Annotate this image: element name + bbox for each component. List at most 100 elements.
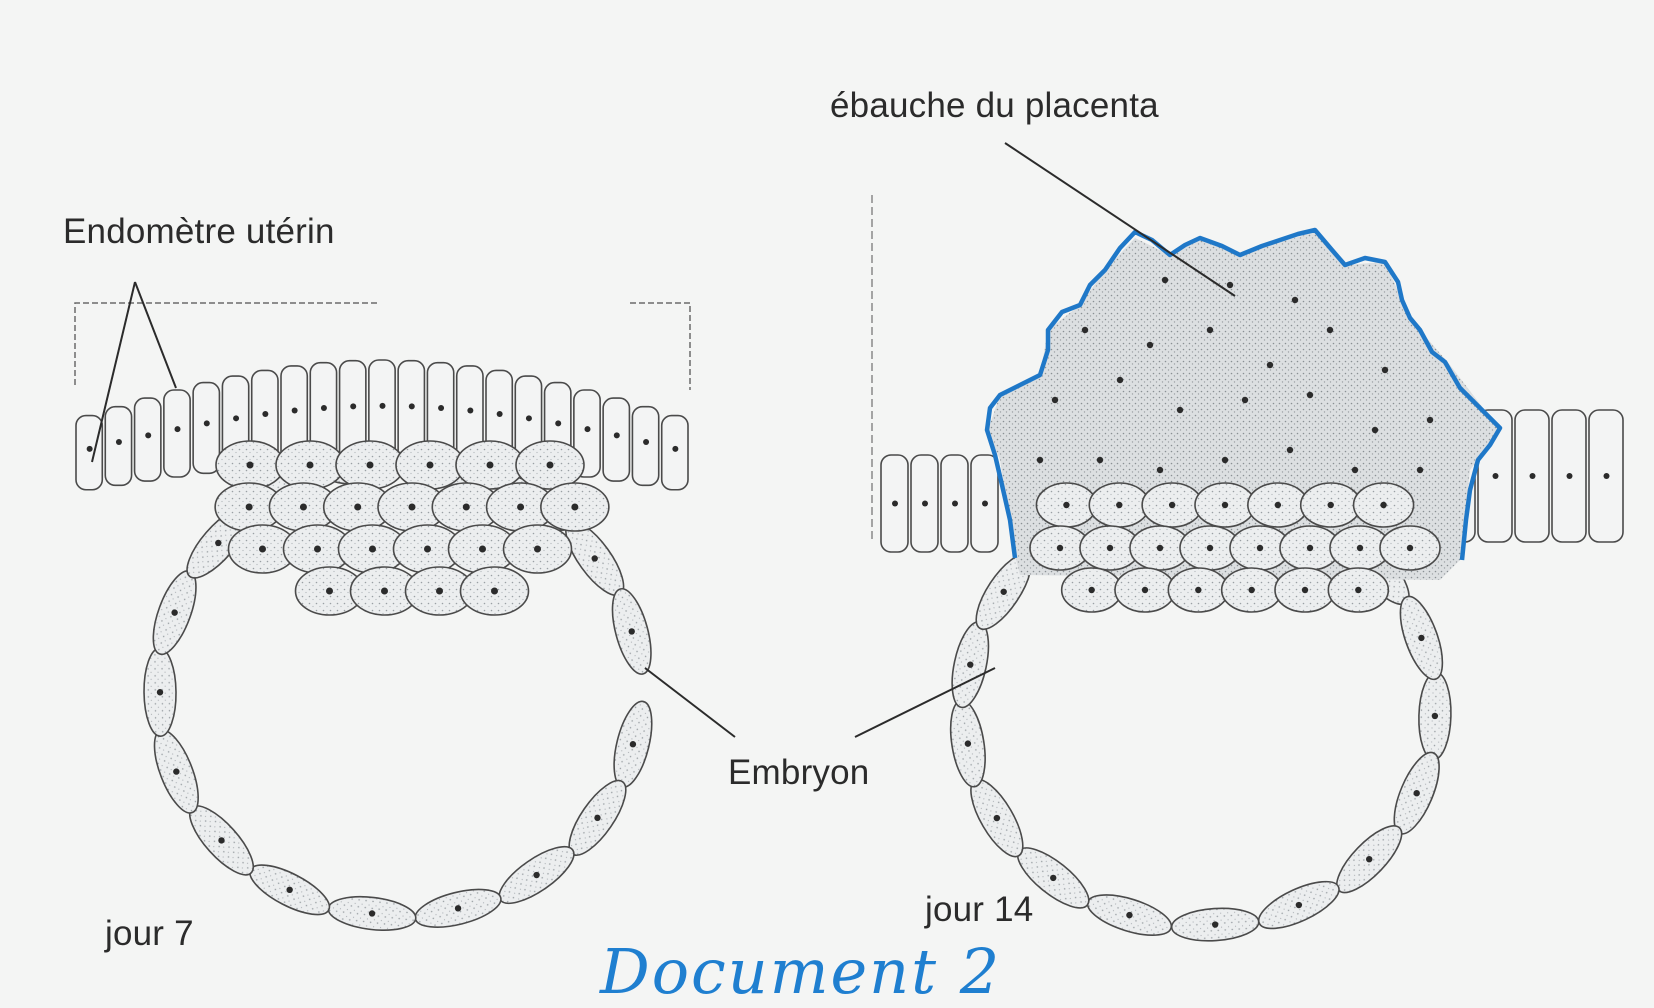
cell-nucleus: [585, 426, 591, 432]
cell-nucleus: [1037, 457, 1043, 463]
cell-nucleus: [1382, 367, 1388, 373]
cell-nucleus: [1327, 327, 1333, 333]
cell-nucleus: [438, 405, 444, 411]
day7-diagram: [75, 282, 735, 934]
cell-nucleus: [1116, 502, 1122, 508]
cell-nucleus: [175, 426, 181, 432]
cell-nucleus: [307, 462, 314, 469]
cell-nucleus: [1287, 447, 1293, 453]
cell-nucleus: [672, 446, 678, 452]
cell-nucleus: [994, 815, 1000, 821]
cell-nucleus: [1380, 502, 1386, 508]
endometre-label: Endomètre utérin: [63, 212, 335, 252]
cell-nucleus: [1257, 545, 1263, 551]
cell-nucleus: [1157, 467, 1163, 473]
cell-nucleus: [427, 462, 434, 469]
cell-nucleus: [259, 546, 266, 553]
cell-nucleus: [534, 546, 541, 553]
endometrium-cell: [76, 416, 102, 490]
endometrium-cell: [632, 407, 658, 486]
cell-nucleus: [526, 415, 532, 421]
cell-nucleus: [1177, 407, 1183, 413]
cell-nucleus: [1142, 587, 1148, 593]
day7-endometrium-bracket-right: [630, 303, 690, 390]
cell-nucleus: [965, 740, 971, 746]
cell-nucleus: [1063, 502, 1069, 508]
cell-nucleus: [630, 741, 636, 747]
cell-nucleus: [922, 501, 928, 507]
cell-nucleus: [436, 588, 443, 595]
cell-nucleus: [1366, 856, 1372, 862]
cell-nucleus: [1126, 912, 1132, 918]
cell-nucleus: [424, 546, 431, 553]
cell-nucleus: [467, 408, 473, 414]
cell-nucleus: [1372, 427, 1378, 433]
cell-nucleus: [1357, 545, 1363, 551]
cell-nucleus: [1147, 342, 1153, 348]
cell-nucleus: [354, 504, 361, 511]
cell-nucleus: [982, 501, 988, 507]
cell-nucleus: [1352, 467, 1358, 473]
endometre-pointer-2: [135, 282, 176, 388]
jour14-label: jour 14: [925, 890, 1033, 930]
cell-nucleus: [171, 609, 177, 615]
cell-nucleus: [1088, 587, 1094, 593]
cell-nucleus: [409, 403, 415, 409]
cell-nucleus: [246, 504, 253, 511]
cell-nucleus: [314, 546, 321, 553]
cell-nucleus: [533, 872, 539, 878]
cell-nucleus: [1355, 587, 1361, 593]
cell-nucleus: [594, 815, 600, 821]
cell-nucleus: [1417, 467, 1423, 473]
cell-nucleus: [1207, 545, 1213, 551]
cell-nucleus: [173, 768, 179, 774]
cell-nucleus: [286, 887, 292, 893]
cell-nucleus: [1604, 473, 1610, 479]
cell-nucleus: [1082, 327, 1088, 333]
cell-nucleus: [350, 403, 356, 409]
cell-nucleus: [380, 403, 386, 409]
endometrium-cell: [135, 398, 161, 481]
cell-nucleus: [1001, 589, 1007, 595]
cell-nucleus: [1418, 635, 1424, 641]
cell-nucleus: [952, 501, 958, 507]
cell-nucleus: [233, 415, 239, 421]
cell-nucleus: [1227, 282, 1233, 288]
cell-nucleus: [643, 439, 649, 445]
cell-nucleus: [1328, 502, 1334, 508]
cell-nucleus: [479, 546, 486, 553]
endometrium-cell: [105, 407, 131, 486]
cell-nucleus: [487, 462, 494, 469]
cell-nucleus: [1567, 473, 1573, 479]
embryon-label: Embryon: [728, 753, 869, 793]
embryon-pointer-left: [645, 668, 735, 737]
cell-nucleus: [497, 411, 503, 417]
cell-nucleus: [157, 689, 163, 695]
cell-nucleus: [1195, 587, 1201, 593]
cell-nucleus: [629, 628, 635, 634]
cell-nucleus: [571, 504, 578, 511]
cell-nucleus: [547, 462, 554, 469]
day7-inner-cell-mass: [215, 441, 609, 615]
cell-nucleus: [381, 588, 388, 595]
cell-nucleus: [87, 446, 93, 452]
cell-nucleus: [1222, 457, 1228, 463]
cell-nucleus: [204, 420, 210, 426]
cell-nucleus: [215, 540, 221, 546]
cell-nucleus: [1432, 713, 1438, 719]
cell-nucleus: [614, 432, 620, 438]
cell-nucleus: [1097, 457, 1103, 463]
cell-nucleus: [218, 837, 224, 843]
endometrium-cell: [603, 398, 629, 481]
cell-nucleus: [300, 504, 307, 511]
day14-inner-cell-mass: [1030, 483, 1440, 612]
cell-nucleus: [292, 408, 298, 414]
cell-nucleus: [1107, 545, 1113, 551]
cell-nucleus: [1267, 362, 1273, 368]
cell-nucleus: [1493, 473, 1499, 479]
cell-nucleus: [116, 439, 122, 445]
cell-nucleus: [1307, 392, 1313, 398]
cell-nucleus: [1057, 545, 1063, 551]
placenta-label: ébauche du placenta: [830, 86, 1159, 126]
